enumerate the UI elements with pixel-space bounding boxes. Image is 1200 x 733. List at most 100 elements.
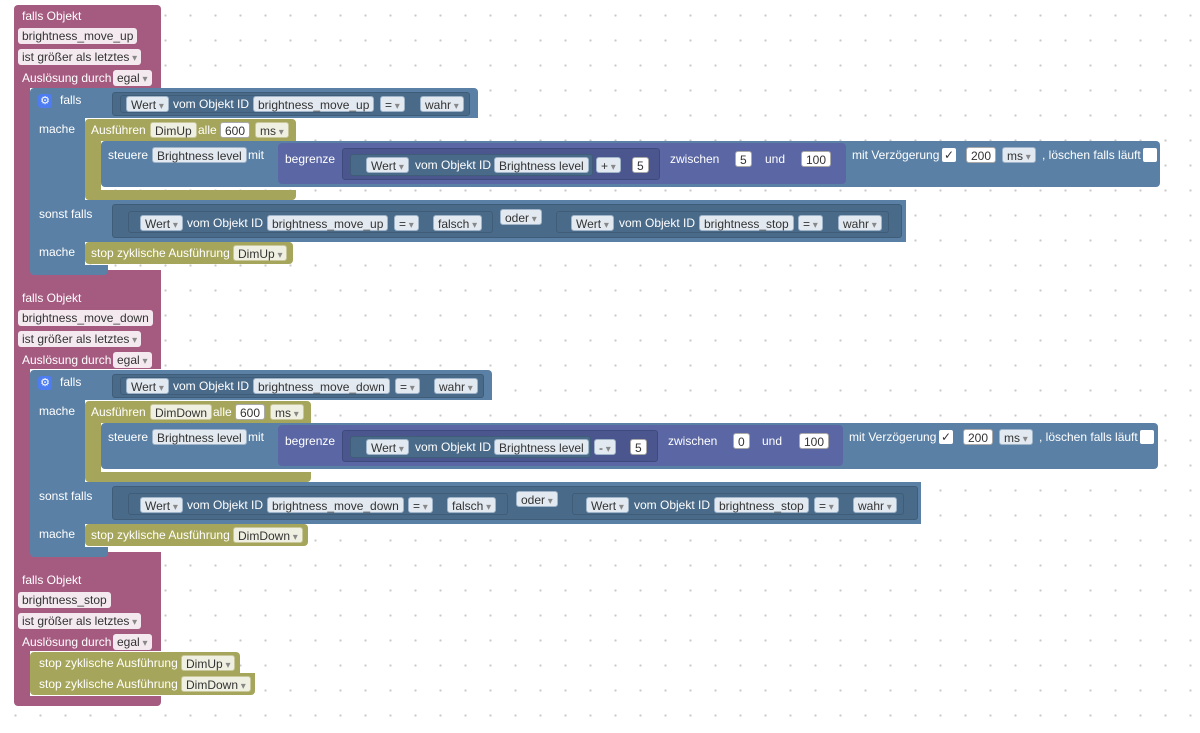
timer-name-field[interactable]: DimDown (150, 404, 213, 420)
timer-dropdown[interactable]: DimUp (233, 245, 288, 261)
wert-dropdown[interactable]: Wert (126, 96, 169, 112)
bool-dropdown[interactable]: falsch (447, 497, 497, 513)
compare-mode-dropdown[interactable]: ist größer als letztes (18, 49, 142, 65)
compare-mode-dropdown[interactable]: ist größer als letztes (18, 613, 142, 629)
unit-dropdown[interactable]: ms (255, 122, 289, 138)
equals-dropdown[interactable]: = (814, 497, 839, 513)
wert-dropdown[interactable]: Wert (140, 215, 183, 231)
alle-label: alle (213, 405, 232, 419)
operator-dropdown[interactable]: + (596, 157, 621, 173)
unit-dropdown[interactable]: ms (270, 404, 304, 420)
oder-dropdown[interactable]: oder (516, 491, 558, 507)
delay-field[interactable]: 200 (963, 429, 994, 445)
wert-dropdown[interactable]: Wert (586, 497, 629, 513)
equals-dropdown[interactable]: = (395, 378, 420, 394)
ausfuehren-label: Ausführen (91, 405, 146, 419)
object-id-field[interactable]: brightness_move_up (18, 28, 138, 44)
timer-dropdown[interactable]: DimDown (181, 676, 251, 692)
stop-label: stop zyklische Ausführung (91, 528, 230, 542)
falls-objekt-label: falls Objekt (22, 573, 82, 587)
bool-dropdown[interactable]: wahr (838, 215, 882, 231)
equals-dropdown[interactable]: = (408, 497, 433, 513)
trigger-source-dropdown[interactable]: egal (113, 352, 152, 368)
vom-objekt-label: vom Objekt ID (173, 379, 250, 393)
clear-checkbox[interactable] (1143, 148, 1157, 162)
delay-label: mit Verzögerung (852, 148, 940, 162)
mache-label: mache (39, 245, 76, 259)
min-field[interactable]: 0 (733, 433, 750, 449)
delay-unit-dropdown[interactable]: ms (999, 429, 1033, 445)
vom-objekt-label: vom Objekt ID (619, 216, 696, 230)
interval-field[interactable]: 600 (220, 122, 251, 138)
condition-object-field[interactable]: brightness_move_down (267, 497, 404, 513)
compare-mode-dropdown[interactable]: ist größer als letztes (18, 331, 142, 347)
wert-dropdown[interactable]: Wert (571, 215, 614, 231)
object-id-field[interactable]: brightness_move_down (18, 310, 153, 326)
bool-dropdown[interactable]: wahr (853, 497, 897, 513)
bool-dropdown[interactable]: falsch (433, 215, 483, 231)
vom-objekt-label: vom Objekt ID (415, 440, 492, 454)
mache-label: mache (39, 404, 76, 418)
condition-object-field[interactable]: brightness_move_up (253, 96, 375, 112)
und-label: und (762, 434, 783, 448)
target-object-field[interactable]: Brightness level (152, 429, 247, 445)
delay-checkbox[interactable]: ✓ (942, 148, 956, 162)
ausloesung-label: Auslösung durch (22, 635, 112, 649)
vom-objekt-label: vom Objekt ID (415, 158, 492, 172)
und-label: und (765, 152, 786, 166)
gear-icon[interactable]: ⚙ (38, 376, 52, 390)
equals-dropdown[interactable]: = (394, 215, 419, 231)
object-id-field[interactable]: brightness_stop (18, 592, 111, 608)
bool-dropdown[interactable]: wahr (434, 378, 478, 394)
vom-objekt-label: vom Objekt ID (173, 97, 250, 111)
timer-dropdown[interactable]: DimUp (181, 655, 236, 671)
source-object-field[interactable]: Brightness level (494, 439, 589, 455)
stop-object-field[interactable]: brightness_stop (699, 215, 794, 231)
gear-icon[interactable]: ⚙ (38, 94, 52, 108)
zwischen-label: zwischen (668, 434, 718, 448)
begrenze-label: begrenze (285, 434, 336, 448)
operator-dropdown[interactable]: - (594, 439, 616, 455)
steuere-label: steuere (108, 148, 149, 162)
equals-dropdown[interactable]: = (380, 96, 405, 112)
delay-unit-dropdown[interactable]: ms (1002, 147, 1036, 163)
trigger-source-dropdown[interactable]: egal (113, 634, 152, 650)
operand-field[interactable]: 5 (632, 157, 649, 173)
falls-label: falls (60, 375, 82, 389)
wert-dropdown[interactable]: Wert (366, 157, 409, 173)
mache-label: mache (39, 527, 76, 541)
wert-dropdown[interactable]: Wert (126, 378, 169, 394)
clear-checkbox[interactable] (1140, 430, 1154, 444)
oder-dropdown[interactable]: oder (500, 209, 542, 225)
interval-field[interactable]: 600 (235, 404, 266, 420)
ausfuehren-label: Ausführen (91, 123, 146, 137)
ausloesung-label: Auslösung durch (22, 71, 112, 85)
stop-object-field[interactable]: brightness_stop (714, 497, 809, 513)
delay-checkbox[interactable]: ✓ (939, 430, 953, 444)
equals-dropdown[interactable]: = (798, 215, 823, 231)
condition-object-field[interactable]: brightness_move_down (253, 378, 390, 394)
delay-field[interactable]: 200 (966, 147, 997, 163)
operand-field[interactable]: 5 (630, 439, 647, 455)
source-object-field[interactable]: Brightness level (494, 157, 589, 173)
mit-label: mit (248, 148, 264, 162)
trigger-source-dropdown[interactable]: egal (113, 70, 152, 86)
mache-label: mache (39, 122, 76, 136)
max-field[interactable]: 100 (801, 151, 832, 167)
mit-label: mit (248, 430, 264, 444)
begrenze-label: begrenze (285, 152, 336, 166)
wert-dropdown[interactable]: Wert (140, 497, 183, 513)
wert-dropdown[interactable]: Wert (366, 439, 409, 455)
min-field[interactable]: 5 (735, 151, 752, 167)
vom-objekt-label: vom Objekt ID (187, 498, 264, 512)
timer-dropdown[interactable]: DimDown (233, 527, 303, 543)
max-field[interactable]: 100 (799, 433, 830, 449)
stop-label: stop zyklische Ausführung (39, 677, 178, 691)
clear-label: , löschen falls läuft (1042, 148, 1141, 162)
alle-label: alle (198, 123, 217, 137)
condition-object-field[interactable]: brightness_move_up (267, 215, 389, 231)
target-object-field[interactable]: Brightness level (152, 147, 247, 163)
bool-dropdown[interactable]: wahr (420, 96, 464, 112)
falls-label: falls (60, 93, 82, 107)
timer-name-field[interactable]: DimUp (150, 122, 197, 138)
